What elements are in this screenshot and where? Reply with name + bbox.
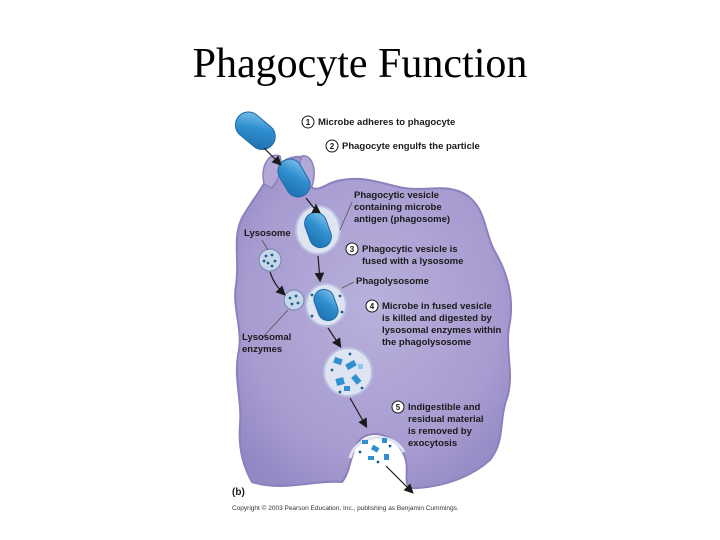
phagolysosome-label: Phagolysosome bbox=[356, 276, 429, 287]
step-5: 5 Indigestible and residual material is … bbox=[391, 400, 484, 449]
step-2-text: Phagocyte engulfs the particle bbox=[342, 141, 480, 152]
step-2-number: 2 bbox=[330, 142, 335, 151]
exocytosis-residue bbox=[348, 436, 406, 464]
svg-text:Microbe in fused vesicle: Microbe in fused vesicle bbox=[382, 301, 492, 312]
step-3-number: 3 bbox=[350, 245, 355, 254]
phagocytosis-diagram: 1 Microbe adheres to phagocyte 2 Phagocy… bbox=[232, 111, 512, 512]
microbe-engulfing bbox=[277, 158, 311, 198]
step-1-text: Microbe adheres to phagocyte bbox=[318, 117, 455, 128]
phagolysosome bbox=[323, 347, 373, 397]
step-4: 4 Microbe in fused vesicle is killed and… bbox=[365, 299, 502, 348]
svg-text:Phagocytic vesicle is: Phagocytic vesicle is bbox=[362, 244, 458, 255]
svg-text:enzymes: enzymes bbox=[242, 344, 282, 355]
enzymes-label: Lysosomal enzymes bbox=[242, 332, 291, 355]
arrow-exocytosis bbox=[385, 465, 414, 494]
svg-text:containing microbe: containing microbe bbox=[354, 202, 442, 213]
step-3: 3 Phagocytic vesicle is fused with a lys… bbox=[345, 242, 463, 267]
arrow-phagosome bbox=[314, 255, 325, 283]
leader-line bbox=[261, 309, 289, 339]
fusing-vesicle bbox=[283, 283, 347, 327]
arrow-lysosome bbox=[269, 271, 286, 296]
step-2: 2 Phagocyte engulfs the particle bbox=[325, 139, 480, 153]
step-5-number: 5 bbox=[396, 403, 401, 412]
arrow-engulf bbox=[305, 197, 321, 214]
svg-text:lysosomal enzymes within: lysosomal enzymes within bbox=[382, 325, 502, 336]
svg-text:Phagocytic vesicle: Phagocytic vesicle bbox=[354, 190, 439, 201]
microbe-free bbox=[234, 111, 276, 151]
step-1: 1 Microbe adheres to phagocyte bbox=[301, 115, 455, 129]
arrow-fuse bbox=[327, 327, 342, 348]
leader-line bbox=[341, 281, 355, 289]
phagosome bbox=[295, 205, 341, 255]
arrow-adhere bbox=[263, 147, 282, 166]
svg-text:is removed by: is removed by bbox=[408, 426, 473, 437]
lysosome-label: Lysosome bbox=[244, 228, 291, 239]
arrow-digest bbox=[349, 397, 368, 429]
slide-title: Phagocyte Function bbox=[192, 41, 528, 87]
leader-line bbox=[261, 239, 269, 251]
lysosome bbox=[258, 248, 282, 272]
leader-line bbox=[339, 201, 353, 231]
step-4-number: 4 bbox=[370, 302, 375, 311]
svg-text:Lysosomal: Lysosomal bbox=[242, 332, 291, 343]
panel-label: (b) bbox=[232, 487, 245, 498]
svg-text:antigen (phagosome): antigen (phagosome) bbox=[354, 214, 450, 225]
svg-text:is killed and digested by: is killed and digested by bbox=[382, 313, 493, 324]
copyright-text: Copyright © 2003 Pearson Education, Inc.… bbox=[232, 504, 459, 512]
svg-text:Indigestible and: Indigestible and bbox=[408, 402, 481, 413]
svg-text:residual material: residual material bbox=[408, 414, 484, 425]
phagosome-label: Phagocytic vesicle containing microbe an… bbox=[354, 190, 450, 225]
step-1-number: 1 bbox=[306, 118, 311, 127]
svg-text:fused with a lysosome: fused with a lysosome bbox=[362, 256, 463, 267]
svg-text:the phagolysosome: the phagolysosome bbox=[382, 337, 471, 348]
svg-text:exocytosis: exocytosis bbox=[408, 438, 457, 449]
